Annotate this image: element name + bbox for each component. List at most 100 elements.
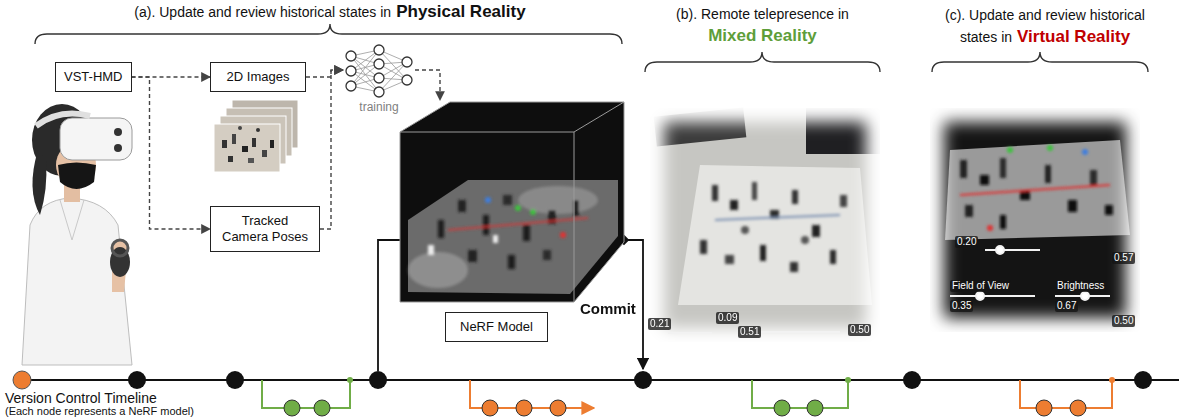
- panel-heading: (c). Update and review historical states…: [925, 4, 1165, 48]
- nerf-render: [408, 186, 598, 288]
- ui-slider: [950, 295, 1035, 297]
- virtual-reality-view: [960, 160, 967, 178]
- panel-heading: (a). Update and review historical states…: [0, 1, 660, 23]
- virtual-reality-view: [960, 145, 1113, 231]
- image-stack: [222, 140, 227, 148]
- mixed-reality-view: [812, 225, 820, 237]
- mixed-reality-view: [725, 255, 734, 264]
- version-timeline: [347, 377, 353, 383]
- version-timeline: [1134, 371, 1152, 389]
- panel-heading: (b). Remote telepresence inMixed Reality: [640, 4, 885, 46]
- virtual-reality-view: [930, 108, 1140, 332]
- virtual-reality-view: [1105, 205, 1113, 215]
- heading-emphasis: Mixed Reality: [640, 25, 885, 46]
- nerf-render: [574, 132, 575, 302]
- ui-slider: [985, 249, 1040, 251]
- ui-value: 0.35: [950, 300, 973, 312]
- device-box: VST-HMD: [55, 62, 132, 92]
- person-figure: [114, 144, 122, 152]
- ui-value: 0.21: [648, 318, 671, 330]
- nerf-render: [543, 250, 551, 260]
- mixed-reality-view: [801, 236, 809, 244]
- network-icon: [346, 81, 356, 91]
- mixed-reality-view: [792, 190, 798, 204]
- virtual-reality-view: [1047, 145, 1053, 151]
- version-timeline: [634, 371, 652, 389]
- ui-slider: [976, 292, 984, 300]
- nerf-render: [408, 252, 468, 288]
- version-timeline: [1020, 380, 1112, 408]
- nerf-render: [448, 218, 588, 230]
- virtual-reality-view: [1000, 158, 1006, 178]
- mixed-reality-view: [700, 240, 707, 254]
- nerf-render: [493, 235, 498, 243]
- mixed-reality-view: [712, 185, 718, 201]
- ui-slider: [950, 246, 1110, 300]
- image-stack: [270, 140, 274, 148]
- ui-slider: [668, 332, 712, 334]
- nerf-render: [468, 250, 477, 262]
- nerf-render: [560, 232, 566, 238]
- version-timeline: [1036, 400, 1052, 416]
- box-label: VST-HMD: [64, 69, 123, 85]
- image-stack: [238, 126, 242, 130]
- bracket: [932, 52, 1148, 72]
- nerf-render: [483, 215, 489, 235]
- virtual-reality-view: [980, 175, 989, 185]
- image-stack: [214, 124, 280, 172]
- mixed-reality-view: [678, 165, 872, 305]
- image-stack: [228, 156, 233, 162]
- virtual-reality-view: [1045, 165, 1051, 183]
- version-timeline: [226, 371, 244, 389]
- nerf-render: [408, 180, 618, 294]
- mixed-reality-view: [760, 245, 766, 261]
- virtual-reality-view: [1068, 200, 1077, 212]
- version-timeline: [13, 371, 31, 389]
- data-box: 2D Images: [210, 62, 306, 92]
- version-timeline: [550, 400, 566, 416]
- nerf-render: [508, 255, 515, 269]
- person-figure: [22, 104, 132, 365]
- nerf-render: [530, 209, 536, 215]
- dashed-connector: [132, 76, 211, 77]
- model-label-box: NeRF Model: [445, 312, 548, 342]
- commit-label: Commit: [580, 300, 636, 317]
- heading-emphasis: Physical Reality: [396, 2, 525, 21]
- network-icon: [402, 75, 412, 85]
- virtual-reality-view: [930, 108, 1140, 332]
- heading-text: (a). Update and review historical states…: [134, 4, 391, 20]
- network-icon: [374, 87, 384, 97]
- version-timeline: [1109, 377, 1115, 383]
- virtual-reality-view: [965, 205, 973, 217]
- network-icon: [374, 45, 384, 55]
- bracket: [35, 24, 622, 44]
- network-icon: [374, 73, 384, 83]
- dashed-connector: [320, 70, 343, 229]
- ui-value: 0.50: [848, 324, 871, 336]
- image-stack: [256, 128, 260, 132]
- bracket: [645, 52, 880, 72]
- network-caption: training: [343, 100, 415, 115]
- virtual-reality-view: [987, 225, 993, 231]
- box-label: NeRF Model: [460, 319, 533, 335]
- image-stack: [232, 134, 236, 144]
- ui-value: Field of View: [950, 280, 1011, 292]
- virtual-reality-view: [1000, 215, 1006, 229]
- version-timeline: [516, 400, 532, 416]
- version-timeline: [369, 371, 387, 389]
- mixed-reality-view: [700, 182, 847, 272]
- mixed-reality-view: [715, 215, 840, 220]
- nerf-render: [485, 197, 491, 203]
- network-icon: [351, 50, 407, 92]
- timeline-title: Version Control Timeline: [5, 391, 157, 405]
- person-figure: [32, 150, 46, 215]
- ui-value: Brightness: [1055, 280, 1106, 292]
- nerf-render: [515, 205, 521, 211]
- virtual-reality-view: [1007, 147, 1013, 153]
- ui-value: 0.67: [1055, 300, 1078, 312]
- nerf-render: [428, 245, 434, 255]
- nerf-render: [400, 102, 624, 302]
- mixed-reality-view: [730, 200, 738, 210]
- version-timeline: [903, 371, 921, 389]
